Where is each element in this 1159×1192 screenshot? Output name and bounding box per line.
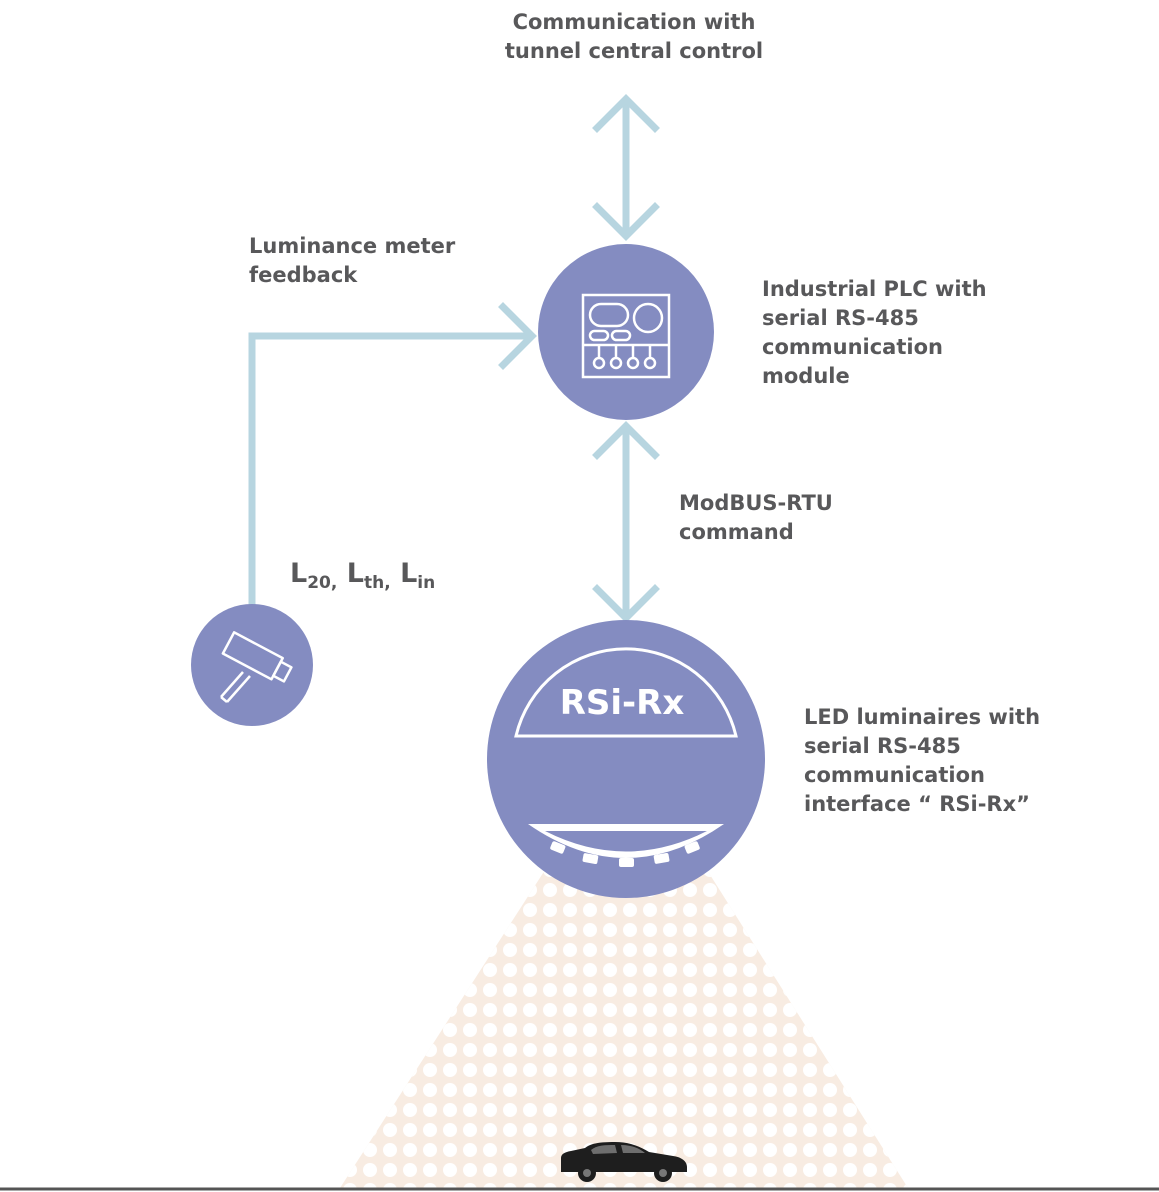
luminance-value-l20: L20,	[290, 558, 338, 593]
luminance-values: L20, Lth, Lin	[290, 558, 435, 593]
car-icon	[561, 1142, 687, 1182]
arrow-luminance-feedback	[248, 302, 537, 608]
luminaire-icon	[514, 647, 738, 867]
led-luminaires-label: LED luminaires with serial RS-485 commun…	[804, 705, 1041, 816]
plc-label: Industrial PLC with serial RS-485 commun…	[762, 277, 987, 388]
plc-node	[538, 244, 714, 420]
luminance-value-lth: Lth,	[346, 558, 391, 593]
light-cone	[340, 870, 908, 1188]
luminaire-node: RSi-Rx	[487, 620, 765, 898]
luminance-feedback-label: Luminance meter feedback	[249, 234, 456, 287]
arrow-modbus	[592, 421, 660, 623]
luminaire-badge: RSi-Rx	[560, 683, 685, 723]
luminance-meter-node	[191, 604, 313, 726]
plc-icon	[581, 293, 671, 379]
central-control-label: Communication with tunnel central contro…	[504, 10, 764, 63]
arrow-central-control	[592, 94, 660, 241]
camera-icon	[220, 631, 293, 703]
modbus-label: ModBUS-RTU command	[679, 491, 833, 544]
luminance-value-lin: Lin	[400, 558, 436, 593]
